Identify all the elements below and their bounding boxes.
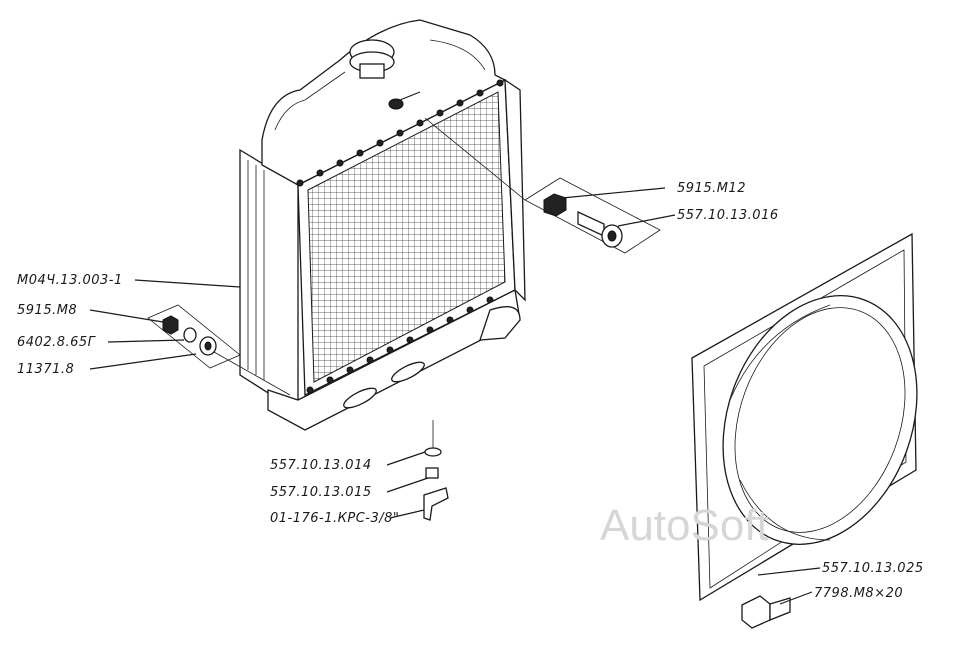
label-bolt-m8x20: 7798.М8×20 [814,586,903,601]
leader-lines [89,187,821,605]
right-fastener-group [424,117,661,254]
label-drain-tap: 01-176-1.КРС-3/8" [270,511,399,526]
drain-parts [423,420,449,521]
label-washer-left-2: 11371.8 [17,362,74,377]
frame-bolts [296,79,504,394]
label-nut-m12: 5915.М12 [677,181,746,196]
left-fastener-group [147,304,291,396]
watermark: AutoSoft [600,501,769,550]
label-washer-left: 6402.8.65Г [17,335,97,350]
label-fitting-016: 557.10.13.016 [677,208,779,223]
fan-shroud [691,232,918,629]
radiator-assembly [239,19,526,431]
label-radiator-assembly: М04Ч.13.003-1 [17,273,123,288]
label-shroud-025: 557.10.13.025 [822,561,924,576]
label-part-015: 557.10.13.015 [270,485,372,500]
part-labels: М04Ч.13.003-1 5915.М8 6402.8.65Г 11371.8… [17,181,924,601]
label-part-014: 557.10.13.014 [270,458,372,473]
label-bolt-m8-left: 5915.М8 [17,303,77,318]
